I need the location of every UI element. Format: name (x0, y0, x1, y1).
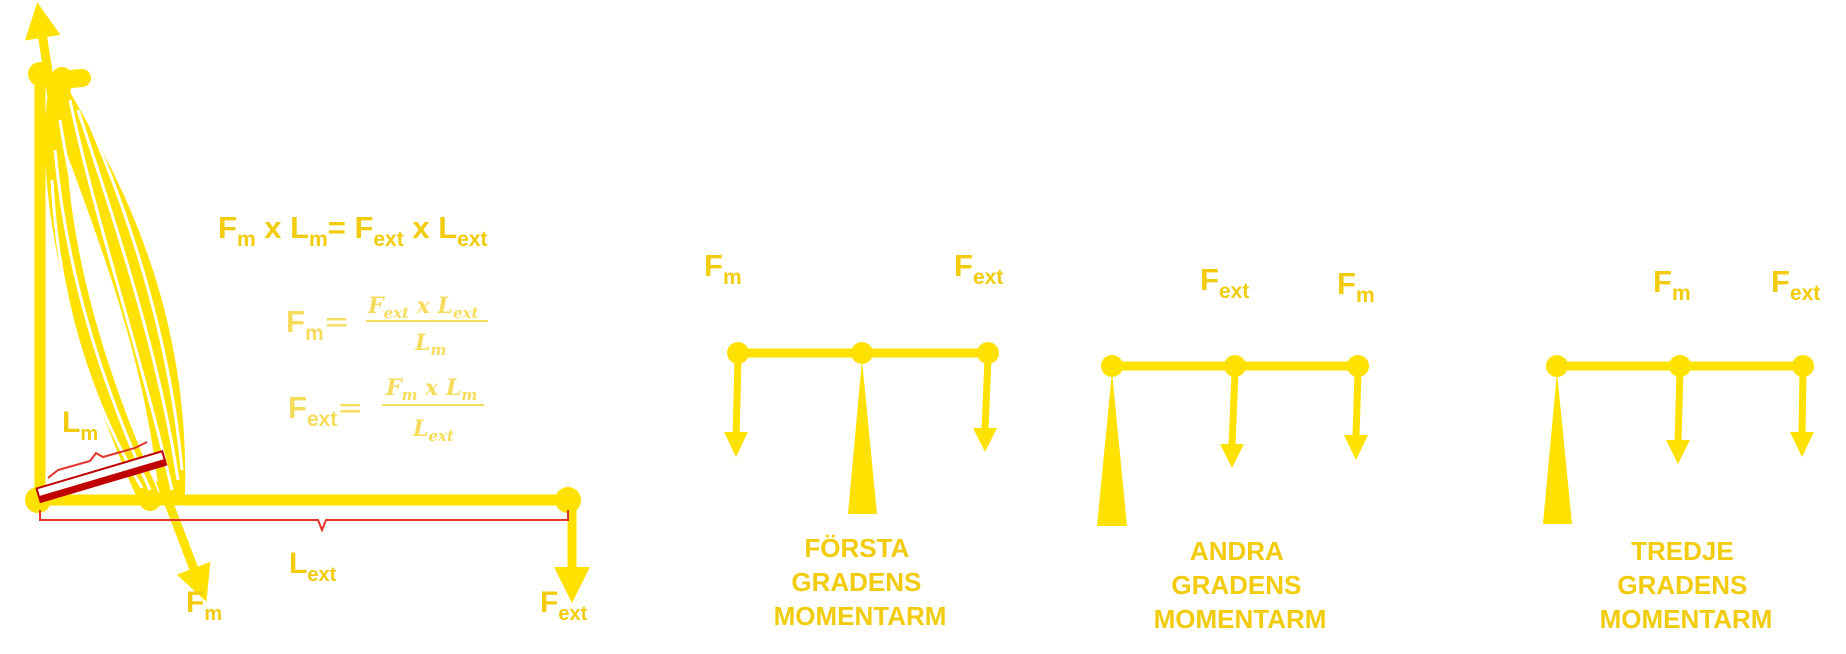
arrowhead (1344, 435, 1368, 460)
lever-first-class: Fm Fext FÖRSTA GRADENS MOMENTARM (704, 248, 1003, 631)
svg-text:Fm=: Fm= (286, 304, 350, 345)
arrowhead (1790, 432, 1814, 457)
equilibrium-equation: Fm x Lm= Fext x Lext (218, 210, 488, 251)
lm-bracket (47, 441, 148, 479)
biceps-muscle (44, 67, 186, 511)
formula-fext: Fext= Fm x Lm Lext (288, 375, 484, 445)
lever-node (1347, 355, 1369, 377)
force-arrow-right (1798, 370, 1807, 435)
arrowhead (1666, 440, 1690, 464)
lever-node (1669, 355, 1691, 377)
svg-text:Lm: Lm (414, 330, 446, 359)
label-fm-arm: Fm (186, 586, 222, 625)
fulcrum (1543, 372, 1572, 524)
label-left-force: Fm (704, 248, 742, 289)
muscle-force-line-down (155, 478, 211, 602)
lext-bracket (39, 510, 569, 533)
label-right-force: Fext (954, 248, 1003, 289)
force-arrow-middle (1674, 370, 1684, 443)
svg-text:Lext: Lext (412, 416, 454, 445)
force-arrow-middle (1228, 370, 1239, 447)
fulcrum (848, 360, 877, 514)
force-arrow-right (1352, 370, 1362, 438)
formula-fm: Fm= Fext x Lext Lm (286, 293, 488, 359)
lever-node (1224, 355, 1246, 377)
lever-node (727, 342, 749, 364)
lever-caption: TREDJE GRADENS MOMENTARM (1600, 536, 1773, 634)
fulcrum (1097, 372, 1127, 526)
force-arrow-left (732, 357, 742, 439)
label-lext: Lext (289, 547, 337, 586)
label-left-force: Fext (1200, 262, 1249, 303)
lever-node (851, 342, 873, 364)
label-middle-force: Fm (1653, 264, 1691, 305)
svg-text:Fext=: Fext= (288, 390, 363, 431)
lever-node (977, 342, 999, 364)
lever-node (1546, 355, 1568, 377)
lever-second-class: Fext Fm ANDRA GRADENS MOMENTARM (1097, 262, 1375, 634)
svg-text:Fext x Lext: Fext x Lext (367, 293, 478, 322)
arrowhead (973, 428, 997, 452)
lm-moment-arm (35, 450, 168, 504)
lever-caption: FÖRSTA GRADENS MOMENTARM (774, 533, 947, 631)
force-arrow-right (981, 357, 992, 431)
muscle-force-line-up (24, 2, 61, 99)
lever-node (1101, 355, 1123, 377)
arrowhead (724, 432, 748, 457)
arrowhead (1220, 444, 1244, 468)
label-right-force: Fm (1337, 266, 1375, 307)
label-right-force: Fext (1771, 264, 1820, 305)
arm-diagram: Lm Lext Fm Fext (24, 2, 590, 625)
lever-caption: ANDRA GRADENS MOMENTARM (1154, 536, 1327, 634)
lever-third-class: Fm Fext TREDJE GRADENS MOMENTARM (1543, 264, 1820, 634)
label-lm: Lm (62, 406, 98, 445)
lever-node (1792, 355, 1814, 377)
label-fext-arm: Fext (540, 586, 588, 625)
svg-text:Fm x Lm: Fm x Lm (385, 375, 477, 404)
